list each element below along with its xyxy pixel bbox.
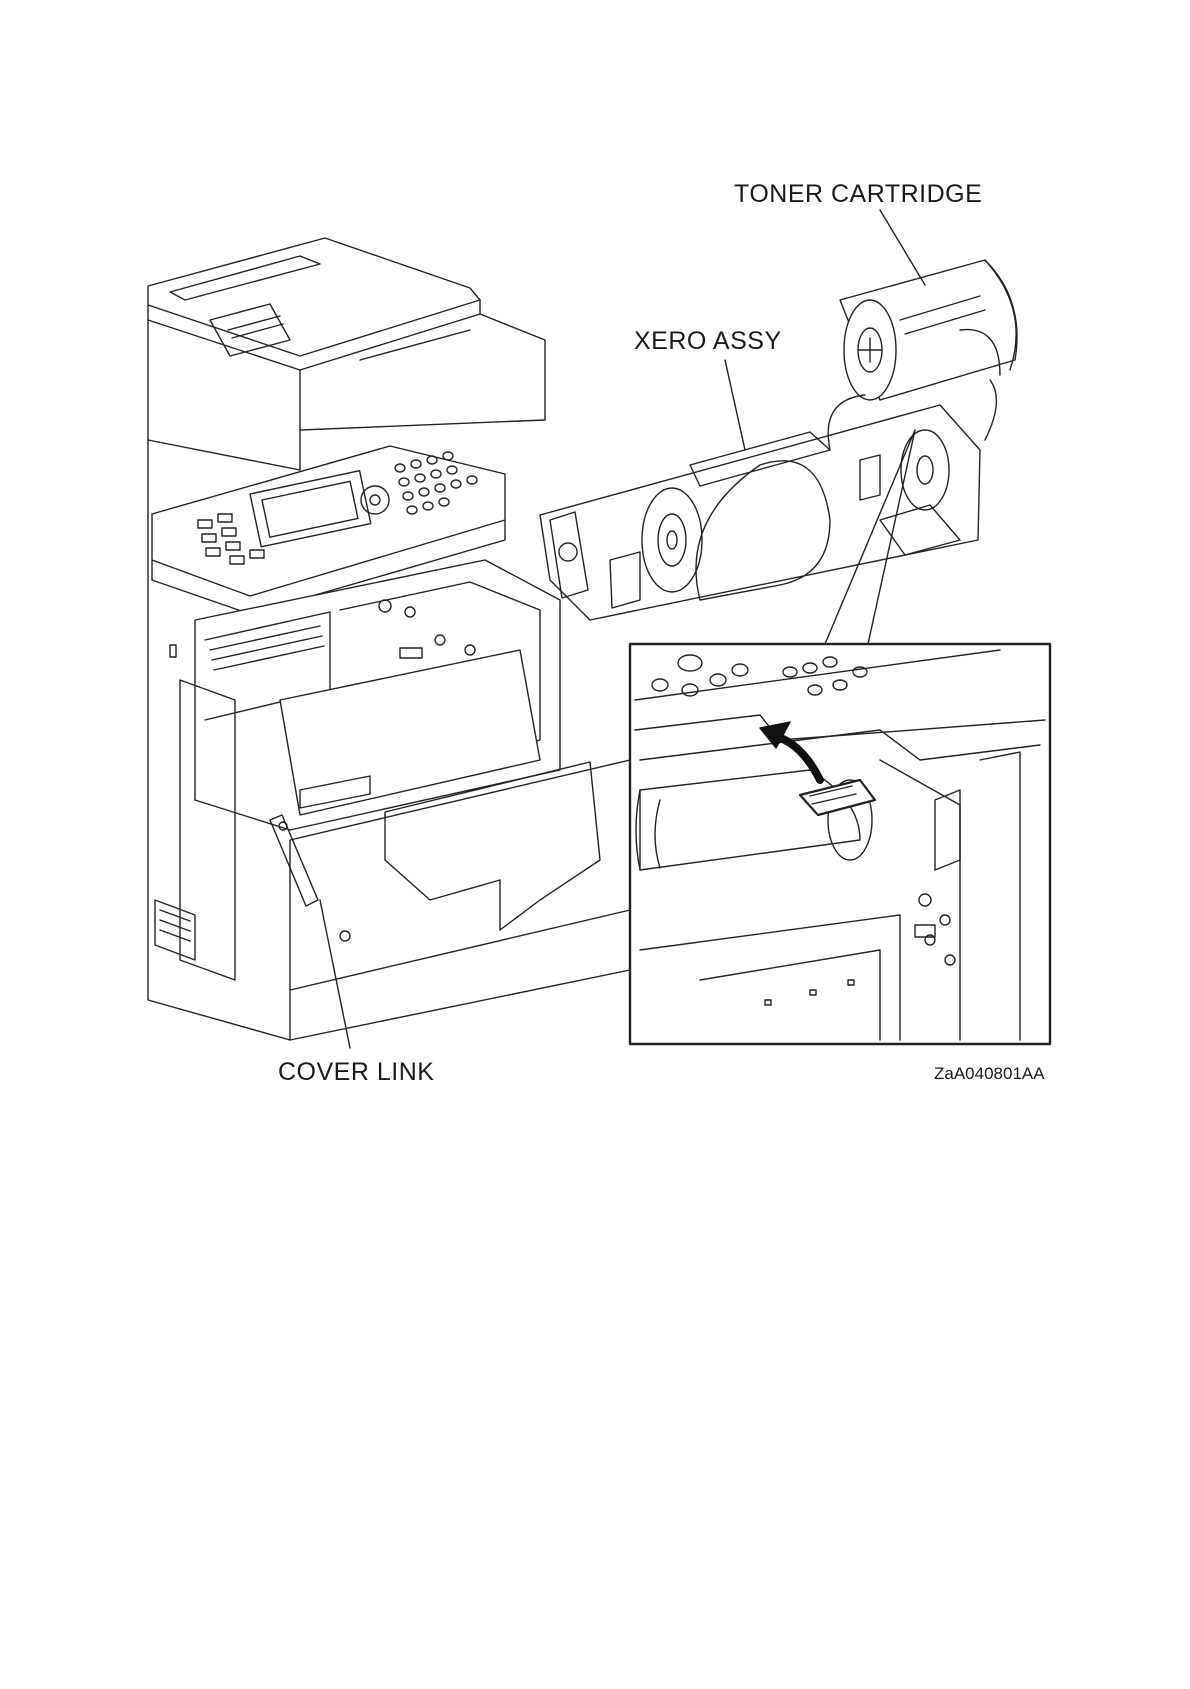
xero-assy-label: XERO ASSY (634, 327, 782, 356)
toner-leader (880, 210, 925, 285)
printer-body (148, 238, 630, 1040)
detail-inset (630, 644, 1050, 1044)
toner-cartridge-label: TONER CARTRIDGE (734, 180, 982, 209)
xero-leader (725, 360, 745, 450)
figure-id-label: ZaA040801AA (934, 1064, 1045, 1084)
cover-link-label: COVER LINK (278, 1058, 434, 1087)
